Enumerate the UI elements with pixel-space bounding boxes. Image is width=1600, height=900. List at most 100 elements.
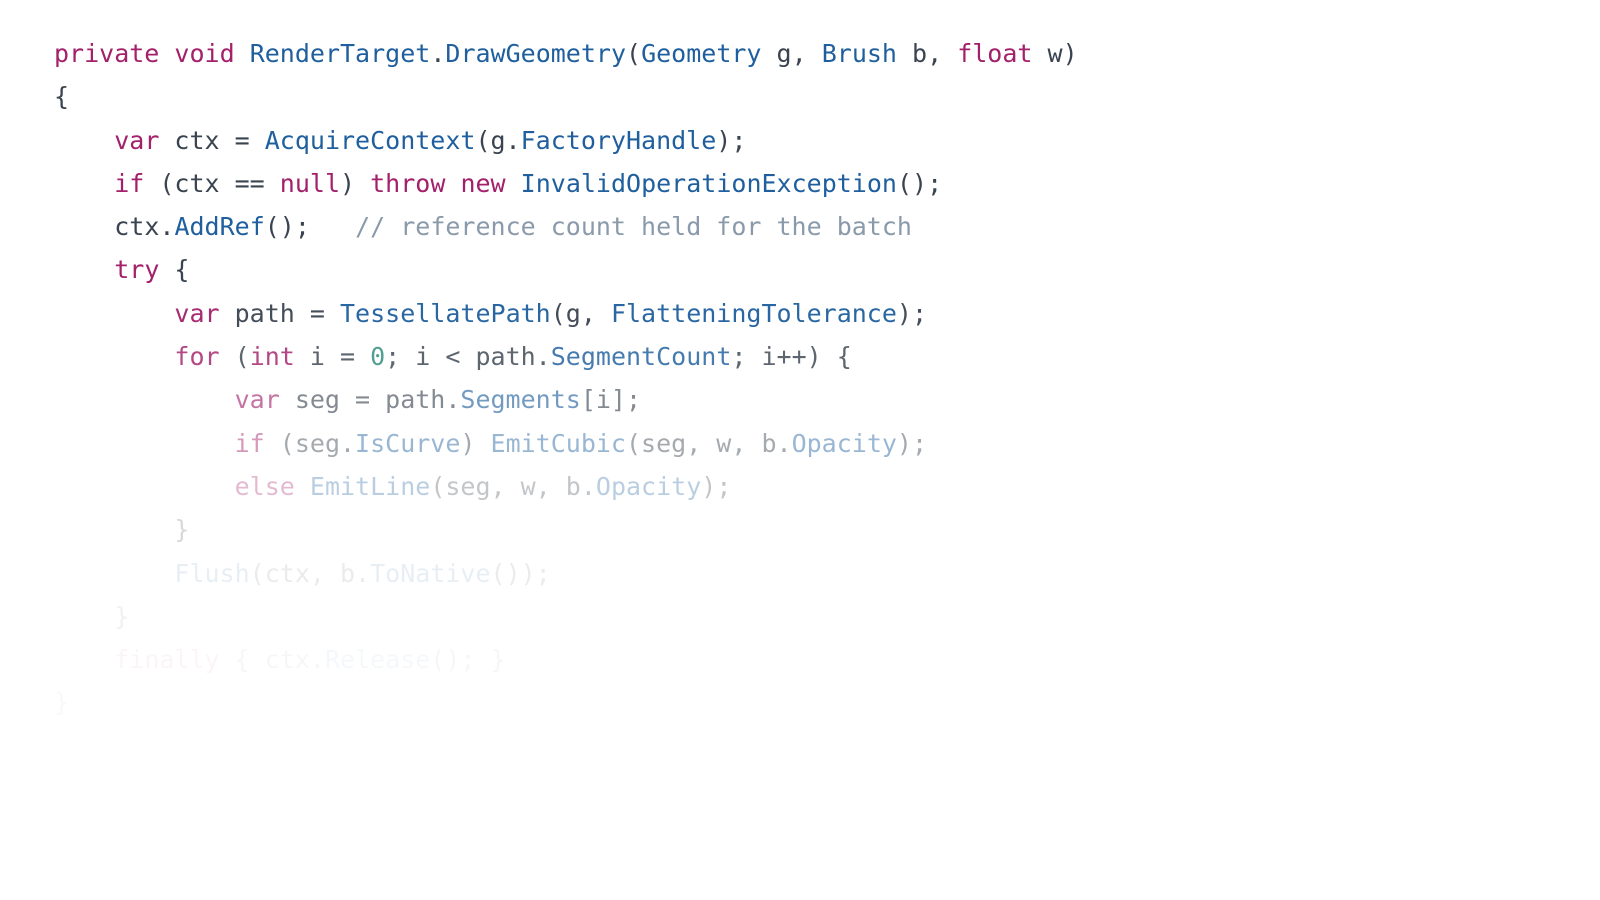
code-keyword: var xyxy=(114,125,160,155)
code-line: finally { ctx.Release(); } xyxy=(54,638,1554,681)
code-identifier: RenderTarget xyxy=(249,39,431,68)
code-text: b, xyxy=(896,39,958,68)
code-text xyxy=(445,169,460,198)
code-text: { ctx. xyxy=(220,645,325,674)
code-text xyxy=(295,472,310,501)
code-editor[interactable]: private void RenderTarget.DrawGeometry ( G… xyxy=(54,32,1554,725)
code-identifier: Segments xyxy=(460,385,581,415)
code-keyword: void xyxy=(174,39,235,68)
code-comment: // reference count held for the batch xyxy=(355,212,912,242)
code-text: (); } xyxy=(430,645,505,674)
code-keyword: for xyxy=(174,342,220,372)
code-text: g, xyxy=(761,39,822,68)
code-text: ) xyxy=(460,428,491,458)
code-indent xyxy=(54,515,174,544)
code-indent xyxy=(54,299,174,328)
code-line: else EmitLine(seg, w, b.Opacity); xyxy=(54,465,1554,508)
code-text: . xyxy=(430,39,446,68)
code-indent xyxy=(54,472,235,501)
code-text: ctx = xyxy=(159,125,265,155)
code-line: if (ctx == null) throw new InvalidOperat… xyxy=(54,162,1554,205)
code-text xyxy=(506,169,521,198)
code-text: { xyxy=(159,255,190,285)
code-text: (g, xyxy=(550,298,611,328)
code-line: } xyxy=(54,595,1554,638)
code-text: ; i++) { xyxy=(731,342,852,372)
code-keyword: var xyxy=(234,385,280,415)
code-line: var seg = path.Segments[i]; xyxy=(54,378,1554,421)
code-indent xyxy=(54,126,114,155)
code-identifier: Release xyxy=(325,645,430,674)
code-text xyxy=(235,39,250,68)
code-number: 0 xyxy=(370,342,386,372)
code-text: i = xyxy=(294,342,371,372)
code-line: Flush(ctx, b.ToNative()); xyxy=(54,552,1554,595)
code-text: ); xyxy=(896,428,928,458)
code-line: } xyxy=(54,681,1554,724)
code-identifier: Opacity xyxy=(791,428,897,458)
code-keyword: if xyxy=(114,168,145,198)
code-keyword: if xyxy=(234,428,265,458)
code-text: ) xyxy=(340,168,371,198)
code-identifier: AcquireContext xyxy=(264,125,476,155)
code-text: { xyxy=(54,82,70,112)
code-identifier: Flush xyxy=(174,558,250,588)
code-indent xyxy=(54,385,235,414)
code-identifier: TessellatePath xyxy=(340,298,551,328)
code-line: try { xyxy=(54,248,1554,291)
code-identifier: SegmentCount xyxy=(550,342,732,372)
code-identifier: FactoryHandle xyxy=(520,125,717,155)
code-indent xyxy=(54,429,235,458)
code-text: path = xyxy=(219,298,340,328)
code-keyword: private xyxy=(54,39,160,68)
code-text: } xyxy=(54,688,69,717)
code-indent xyxy=(54,559,174,588)
code-keyword: null xyxy=(279,168,341,198)
code-identifier: Opacity xyxy=(595,471,702,501)
code-text: (); xyxy=(264,212,356,242)
code-line: var path = TessellatePath(g, FlatteningT… xyxy=(54,292,1554,335)
code-identifier: Brush xyxy=(821,39,897,68)
code-text: ( xyxy=(219,342,250,372)
code-identifier: Geometry xyxy=(641,39,762,68)
code-text: ()); xyxy=(490,558,551,588)
code-identifier: EmitLine xyxy=(309,471,431,501)
code-text xyxy=(159,39,174,68)
code-text: ); xyxy=(896,298,928,328)
code-text: [i]; xyxy=(580,385,642,415)
code-identifier: IsCurve xyxy=(355,428,461,458)
code-keyword: float xyxy=(957,39,1033,68)
code-keyword: int xyxy=(249,342,295,372)
code-text: ; i < path. xyxy=(385,342,551,372)
code-identifier: DrawGeometry xyxy=(445,39,627,68)
code-indent xyxy=(54,602,114,631)
code-text: (seg, w, b. xyxy=(625,428,792,458)
code-keyword: finally xyxy=(114,645,219,674)
code-keyword: try xyxy=(114,255,160,285)
code-line: for (int i = 0; i < path.SegmentCount; i… xyxy=(54,335,1554,378)
code-line: if (seg.IsCurve) EmitCubic(seg, w, b.Opa… xyxy=(54,422,1554,465)
code-text: } xyxy=(174,515,190,545)
code-indent xyxy=(54,169,114,198)
code-keyword: new xyxy=(460,168,506,198)
code-line: { xyxy=(54,75,1554,118)
code-line: } xyxy=(54,508,1554,551)
code-text: w) xyxy=(1032,39,1078,68)
code-keyword: var xyxy=(174,298,220,328)
code-indent xyxy=(54,212,114,241)
code-text: seg = path. xyxy=(279,385,461,415)
code-text: (seg, w, b. xyxy=(430,471,596,501)
code-identifier: InvalidOperationException xyxy=(520,168,897,198)
code-identifier: EmitCubic xyxy=(490,428,626,458)
code-identifier: FlatteningTolerance xyxy=(610,298,897,328)
code-indent xyxy=(54,342,174,371)
code-keyword: throw xyxy=(370,168,446,198)
code-identifier: ToNative xyxy=(370,558,491,588)
code-text: (); xyxy=(896,168,943,198)
code-keyword: else xyxy=(234,471,295,501)
code-text: ctx. xyxy=(114,212,175,242)
code-text: ); xyxy=(716,125,747,155)
code-identifier: AddRef xyxy=(174,212,265,242)
code-text: } xyxy=(114,601,130,631)
code-text: (ctx, b. xyxy=(249,558,371,588)
